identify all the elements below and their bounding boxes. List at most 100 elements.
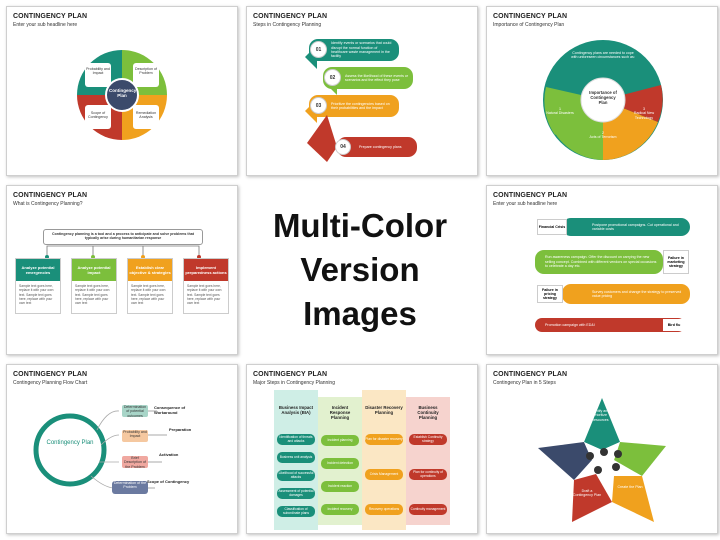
column-2-item: Incident planning	[321, 435, 359, 446]
row-tag-2: Failure in marketing strategy	[663, 250, 689, 274]
column-2-item: Incident reaction	[321, 481, 359, 492]
branch-label-3: Activation	[159, 452, 179, 457]
card-body: Sample text goes here, replace it with y…	[187, 284, 222, 306]
column-2-item: Incident recovery	[321, 504, 359, 515]
branch-box-3: Brief Description of the Problem	[122, 456, 148, 469]
row-tag-4: Bird flu	[663, 319, 685, 331]
step-number-1: 01	[310, 41, 327, 58]
branch-box-1: Determination of potential outcomes	[122, 405, 148, 418]
star-point-5: What are the key risks?	[545, 438, 567, 447]
row-tag-1: Financial Crisis	[537, 219, 567, 235]
column-1-item: Likelihood of successful attacks	[277, 470, 315, 481]
slide-subtitle: Contingency Planning Flow Chart	[13, 380, 88, 386]
card-title: Analyze potential emergencies	[16, 259, 60, 281]
step-number-2: 02	[324, 69, 341, 86]
slide-subtitle: Enter your sub headline here	[493, 201, 558, 207]
step-bar-4: Prepare contingency plans	[337, 137, 417, 157]
column-4-item: Plan for continuity of operations	[409, 469, 447, 480]
card-title: Establish clear objective & strategies	[128, 259, 172, 281]
column-4-item: Continuity management	[409, 504, 447, 515]
center-label: Contingency Plan	[109, 88, 137, 98]
slide-subtitle: Major Steps in Contingency Planning	[253, 380, 335, 386]
branch-label-1: Consequence of Workaround	[154, 405, 186, 415]
column-title-3: Disaster Recovery Planning	[365, 405, 403, 416]
row-bar-1: Postpone promotional campaigns. Cut oper…	[562, 218, 690, 236]
slide-subtitle: Steps in Contingency Planning	[253, 22, 322, 28]
row-bar-4: Promotion campaign with ED&I	[535, 318, 685, 332]
caption-line-2: Version Images	[300, 251, 420, 332]
slide-title: CONTINGENCY PLAN	[13, 371, 88, 378]
column-3-item: Crisis Management	[365, 469, 403, 480]
card-1: Analyze potential emergencies Sample tex…	[15, 258, 61, 314]
slide-thumbnail-6[interactable]: CONTINGENCY PLAN Contingency Planning Fl…	[6, 364, 238, 534]
column-4-item: Establish Continuity strategy	[409, 434, 447, 445]
column-1-item: Business unit analysis	[277, 452, 315, 463]
branch-label-2: Preparation	[169, 427, 192, 432]
slide-title: CONTINGENCY PLAN	[253, 13, 328, 20]
step-text: Prioritize the contingencies based on th…	[331, 101, 390, 110]
card-body: Sample text goes here, replace it with y…	[131, 284, 166, 306]
column-3-item: Plan for disaster recovery	[365, 434, 403, 445]
card-body: Sample text goes here, replace it with y…	[19, 284, 54, 306]
row-bar-2: Run awareness campaign. Offer the discou…	[535, 250, 663, 274]
branch-label-4: Scope of Contingency	[147, 479, 190, 484]
slide-thumbnail-7[interactable]: CONTINGENCY PLAN Major Steps in Continge…	[246, 364, 478, 534]
branch-box-2: Probability and Impact	[122, 430, 148, 442]
caption-line-1: Multi-Color	[272, 207, 448, 244]
star-point-2: Research the Risks	[630, 432, 652, 441]
step-text: Prepare contingency plans	[359, 144, 402, 149]
column-1-item: Classification of subordinate plans	[277, 506, 315, 517]
column-3-item: Recovery operations	[365, 504, 403, 515]
slide-thumbnail-5[interactable]: CONTINGENCY PLAN Enter your sub headline…	[486, 185, 718, 355]
step-bar-3: Prioritize the contingencies based on th…	[309, 95, 399, 117]
card-title: Analyze potential impact	[72, 259, 116, 281]
column-1-item: Assessment of potential damages	[277, 488, 315, 499]
slide-subtitle: What is Contingency Planning?	[13, 201, 83, 207]
column-1-item: Identification of threats and attacks	[277, 434, 315, 445]
slide-thumbnail-8[interactable]: CONTINGENCY PLAN Contingency Plan in 5 S…	[486, 364, 718, 534]
row-text: Postpone promotional campaigns. Cut oper…	[592, 222, 679, 231]
slide-title: CONTINGENCY PLAN	[493, 13, 568, 20]
five-step-star	[538, 398, 666, 522]
slide-thumbnail-2[interactable]: CONTINGENCY PLAN Steps in Contingency Pl…	[246, 6, 478, 176]
slide-subtitle: Importance of Contingency Plan	[493, 22, 565, 28]
slide-thumbnail-4[interactable]: CONTINGENCY PLAN What is Contingency Pla…	[6, 185, 238, 355]
step-number-4: 04	[335, 139, 351, 155]
slide-thumbnail-1[interactable]: CONTINGENCY PLAN Enter your sub headline…	[6, 6, 238, 176]
column-title-4: Business Continuity Planning	[417, 405, 439, 421]
step-bar-2: Assess the likelihood of these events or…	[323, 67, 413, 89]
card-title: Implement preparedness actions	[184, 259, 228, 281]
column-title-1: Business Impact Analysis (BIA)	[278, 405, 314, 416]
column-bg-4	[406, 397, 450, 525]
column-2-item: Incident detection	[321, 458, 359, 469]
row-bar-3: Survey customers and change the strategy…	[562, 284, 690, 304]
definition-box: Contingency planning is a tool and a pro…	[43, 229, 203, 245]
petal-label-3: Scope of Contingency	[88, 111, 108, 120]
petal-label-1: Probability and Impact	[86, 67, 110, 76]
donut-chart	[543, 40, 663, 160]
step-text: Identify events or scenarios that could …	[331, 41, 392, 59]
star-point-1: Identify and Prioritize Resources	[590, 409, 610, 422]
petal-diagram	[77, 50, 167, 140]
row-tag-3: Failure in pricing strategy	[537, 285, 563, 303]
flow-center-label: Contingency Plan	[46, 440, 94, 446]
star-point-3: Create the Plan	[617, 485, 643, 489]
card-2: Analyze potential impact Sample text goe…	[71, 258, 117, 314]
column-title-2: Incident Response Planning	[329, 405, 351, 421]
step-number-3: 03	[310, 97, 327, 114]
slide-thumbnail-3[interactable]: CONTINGENCY PLAN Importance of Contingen…	[486, 6, 718, 176]
slide-subtitle: Enter your sub headline here	[13, 22, 78, 28]
step-text: Assess the likelihood of these events or…	[345, 73, 409, 82]
slide-title: CONTINGENCY PLAN	[253, 371, 328, 378]
petal-label-4: Remediation Analysis	[135, 111, 157, 120]
row-text: Run awareness campaign. Offer the discou…	[545, 255, 657, 269]
petal-label-2: Description of Problem	[135, 67, 157, 76]
center-label: Importance of Contingency Plan	[589, 90, 617, 105]
slide-title: CONTINGENCY PLAN	[13, 13, 88, 20]
step-bar-1: Identify events or scenarios that could …	[309, 39, 399, 61]
